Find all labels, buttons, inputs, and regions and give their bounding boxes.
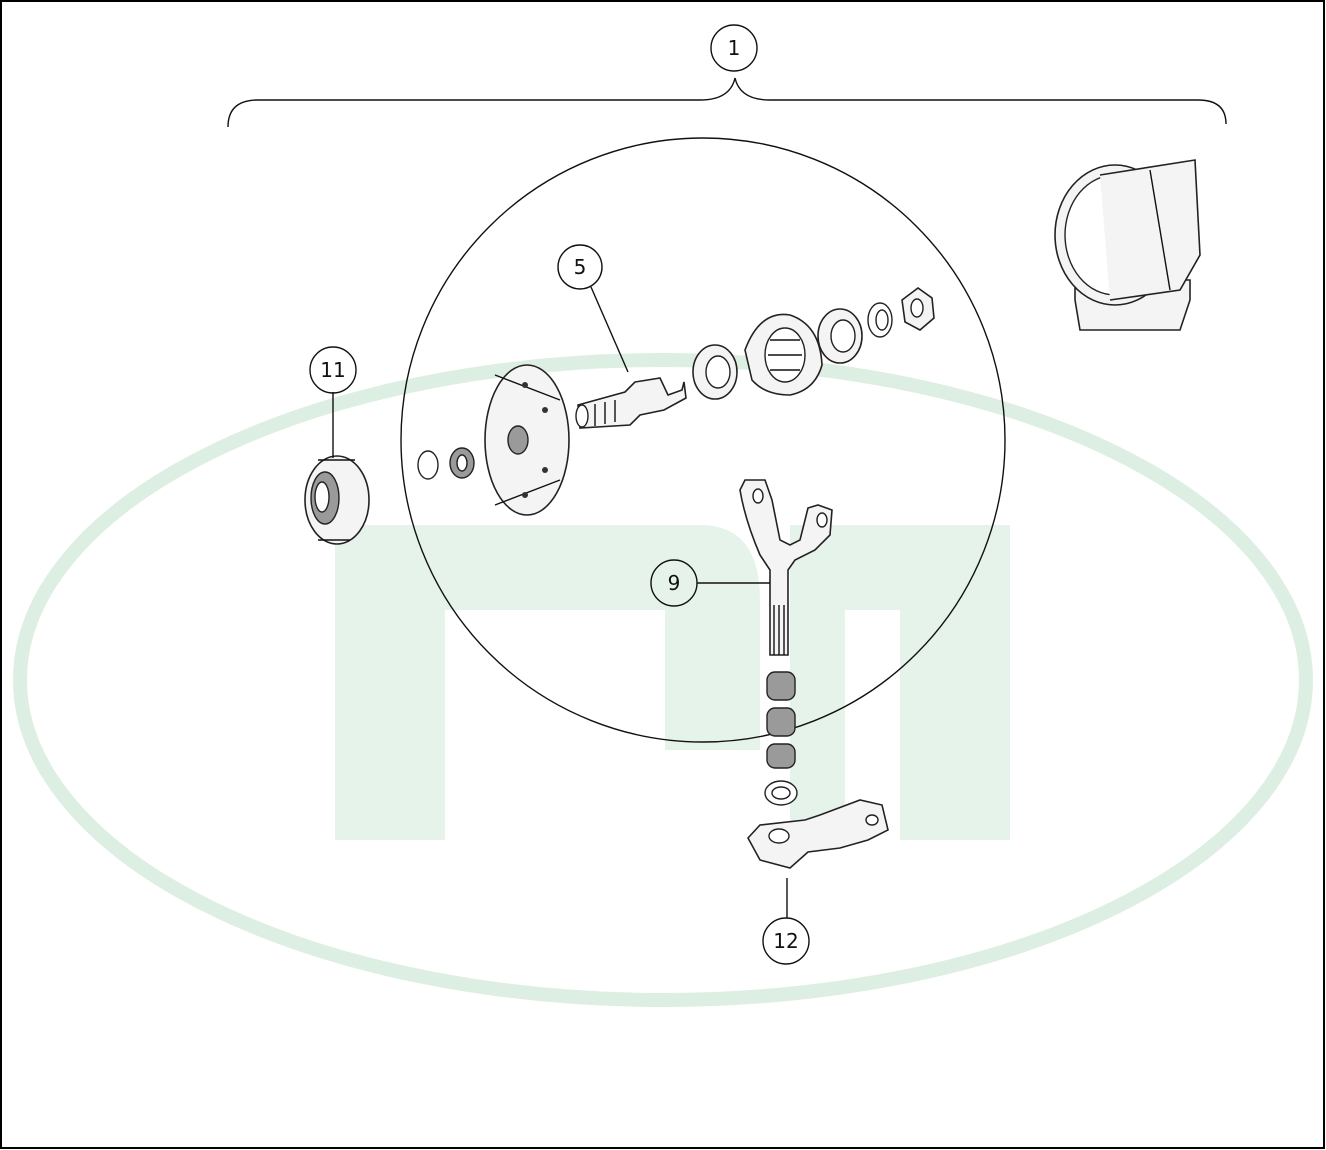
steering-box-housing — [1054, 159, 1201, 331]
callout-12-label: 12 — [773, 929, 798, 953]
callout-1: 1 — [710, 24, 758, 72]
assembly-brace — [227, 77, 1227, 128]
washer — [867, 302, 893, 338]
lock-nut — [901, 287, 935, 331]
detail-circle — [400, 137, 1006, 743]
yoke-shaft-part — [739, 479, 833, 656]
callout-11-label: 11 — [320, 358, 345, 382]
flange-part — [304, 455, 370, 545]
watermark-logo: RM — [13, 353, 1313, 1007]
callout-1-label: 1 — [728, 36, 741, 60]
callout-9: 9 — [650, 559, 698, 607]
callout-11: 11 — [309, 346, 357, 394]
bearing-race-1 — [692, 344, 738, 400]
bearing-race-2 — [817, 308, 863, 364]
cover-plate — [484, 364, 570, 516]
needle-bearing-left — [417, 447, 475, 480]
sector-nut — [744, 313, 823, 396]
callout-9-label: 9 — [668, 571, 681, 595]
leader-line-5 — [590, 286, 629, 373]
callout-5: 5 — [557, 244, 603, 290]
pinion-shaft-part — [575, 377, 687, 429]
callout-5-label: 5 — [574, 255, 587, 279]
needle-bearings-stack — [764, 671, 798, 806]
callout-12: 12 — [762, 917, 810, 965]
pitman-arm-part — [747, 799, 889, 869]
